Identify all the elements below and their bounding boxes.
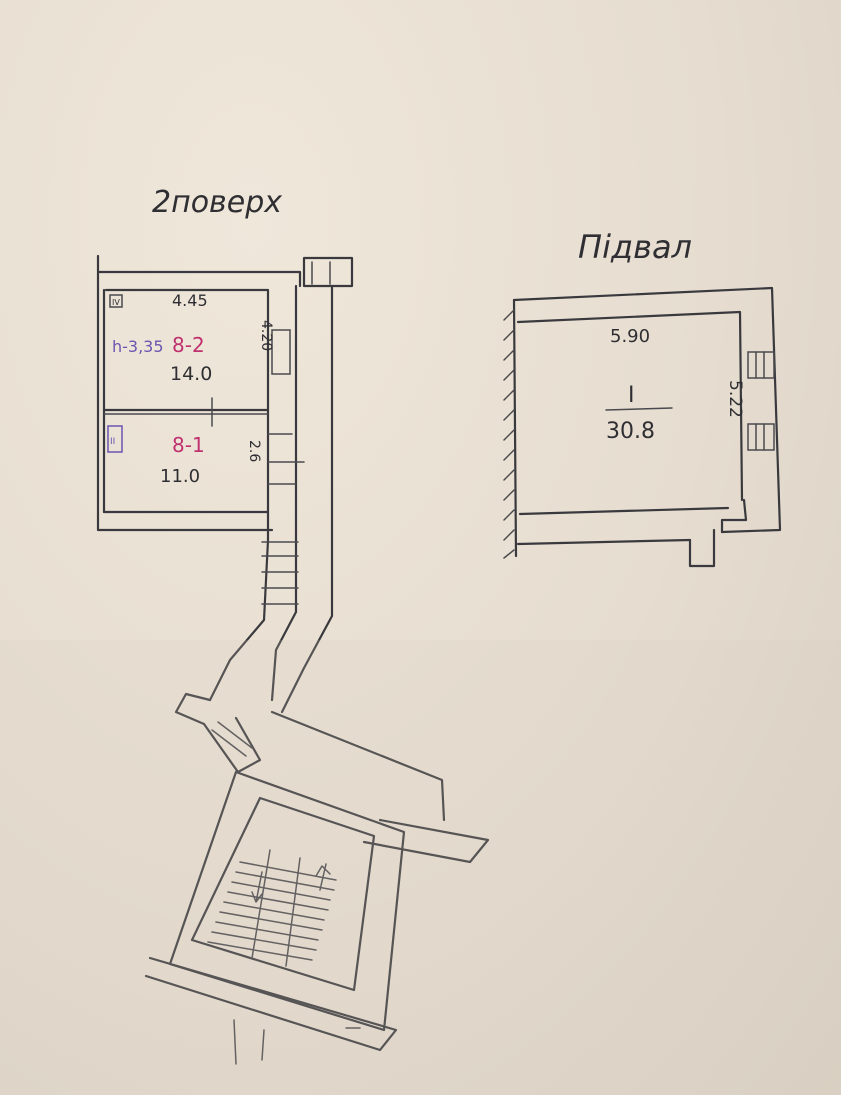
room-I-width: 5.90 xyxy=(610,326,650,347)
room-8-2-note-box: IV xyxy=(112,298,120,307)
room-8-2-number: 8-2 xyxy=(172,333,205,357)
room-8-1-note-box: II xyxy=(110,437,115,447)
basement-title: Підвал xyxy=(578,228,692,266)
room-I-area: 30.8 xyxy=(606,419,655,444)
second-floor-plan: IV 4.45 h-3,35 8-2 14.0 4.20 II 8-1 11.0… xyxy=(96,254,490,1065)
room-I-length: 5.22 xyxy=(725,380,745,418)
floor-title: 2поверх xyxy=(152,185,282,220)
room-8-1-length: 2.6 xyxy=(246,440,262,462)
basement-plan: 5.90 I 30.8 5.22 xyxy=(503,286,782,568)
room-8-1-number: 8-1 xyxy=(172,433,205,457)
room-8-2-width: 4.45 xyxy=(172,291,208,310)
room-8-2-height-note: h-3,35 xyxy=(112,337,164,356)
room-8-1-area: 11.0 xyxy=(160,466,200,487)
room-8-2-area: 14.0 xyxy=(170,363,212,385)
room-8-2-length: 4.20 xyxy=(258,320,274,351)
room-I-number: I xyxy=(628,383,635,408)
